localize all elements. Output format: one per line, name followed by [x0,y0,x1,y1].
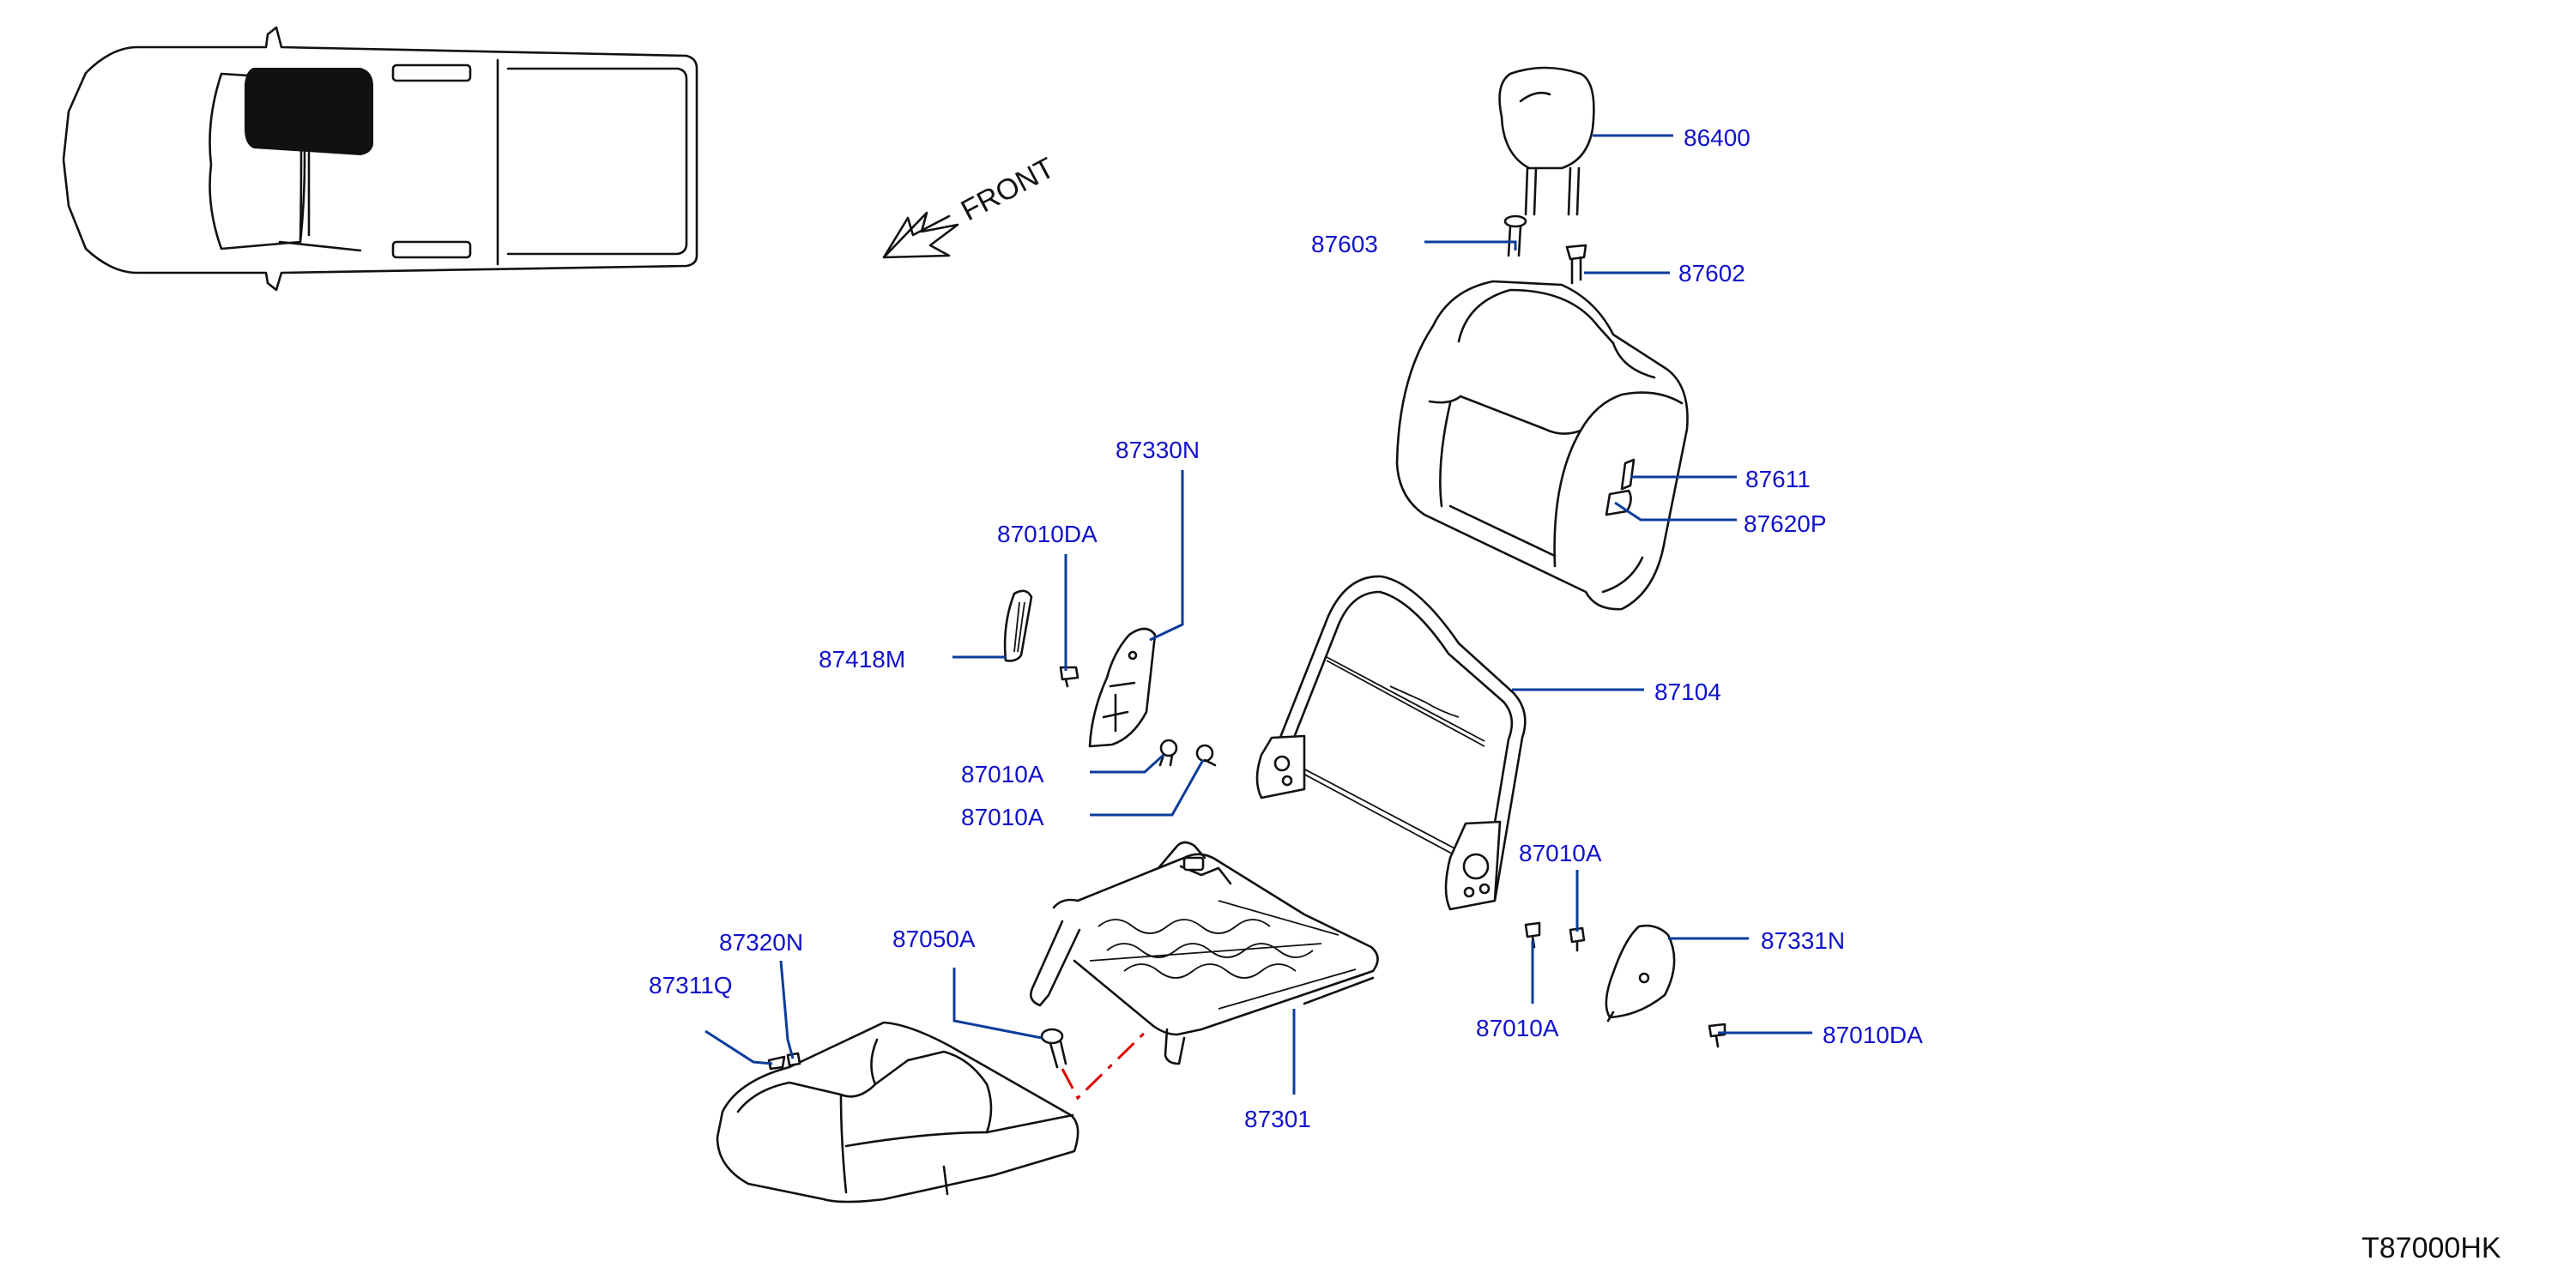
label-87311Q: 87311Q [649,972,733,998]
label-87010DA-top: 87010DA [997,521,1098,547]
headrest-guide-87603 [1503,214,1527,257]
screw-87010DA-top [1059,666,1079,688]
screw-87010DA-bottom [1708,1023,1726,1048]
label-87418M: 87418M [819,646,905,673]
label-87010A-4: 87010A [1476,1015,1559,1041]
label-87010A-2: 87010A [961,804,1044,830]
label-87050A: 87050A [892,926,976,952]
vehicle-top-view-icon [62,26,698,292]
front-arrow-icon [882,211,959,259]
seatback-frame [1255,575,1527,911]
seatback-cushion [1395,280,1689,611]
label-87104: 87104 [1654,679,1721,705]
label-86400: 86400 [1684,124,1751,151]
label-87603: 87603 [1311,231,1378,257]
screw-87010A-1 [1158,739,1178,767]
seat-cushion [716,1021,1079,1204]
bolt-87050A [1040,1028,1067,1069]
label-87301: 87301 [1244,1106,1311,1132]
recliner-cover-inner [1088,627,1157,748]
label-87331N: 87331N [1761,927,1845,954]
label-87611: 87611 [1745,466,1811,492]
recline-lever-87418M [1003,589,1033,662]
reference-code: T87000HK [2361,1232,2501,1264]
label-87010DA-bottom: 87010DA [1823,1022,1923,1048]
headrest [1498,66,1595,216]
headrest-guide-87602 [1565,244,1587,285]
label-87330N: 87330N [1116,437,1200,463]
label-87010A-3: 87010A [1519,840,1602,866]
screw-87010A-2 [1195,744,1217,767]
label-87602: 87602 [1678,260,1745,287]
front-label: FRONT [956,152,1060,228]
leader-lines [704,134,1812,1095]
label-87010A-1: 87010A [961,761,1044,787]
attachment-dashline [1061,1026,1152,1101]
label-87620P: 87620P [1744,510,1827,537]
seat-cushion-frame [1030,841,1379,1065]
screw-87010A-4 [1524,921,1541,949]
recliner-cover-outer [1605,924,1676,1023]
label-87320N: 87320N [719,929,803,956]
